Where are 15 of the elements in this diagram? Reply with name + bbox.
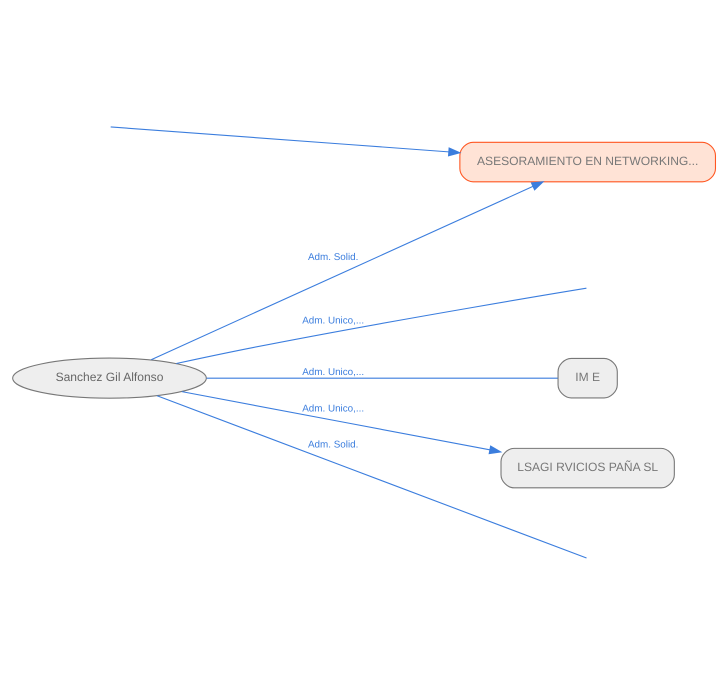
edge-label: Adm. Unico,... xyxy=(302,316,364,327)
connector xyxy=(176,288,587,364)
arrow xyxy=(150,181,545,360)
edge-label: Adm. Solid. xyxy=(308,439,358,450)
arrow xyxy=(182,391,502,454)
node-box: IM E xyxy=(558,358,618,398)
node-box: ASESORAMIENTO EN NETWORKING... xyxy=(459,142,716,182)
node-box: LSAGI RVICIOS PAÑA SL xyxy=(500,448,675,488)
edge-label: Adm. Solid. xyxy=(308,252,358,263)
edge-label: Adm. Unico,... xyxy=(302,367,364,378)
edge-label: Adm. Unico,... xyxy=(302,403,364,414)
arrow xyxy=(110,126,462,156)
connector xyxy=(156,395,587,559)
node-ellipse: Sanchez Gil Alfonso xyxy=(12,358,207,399)
connector xyxy=(206,378,558,379)
